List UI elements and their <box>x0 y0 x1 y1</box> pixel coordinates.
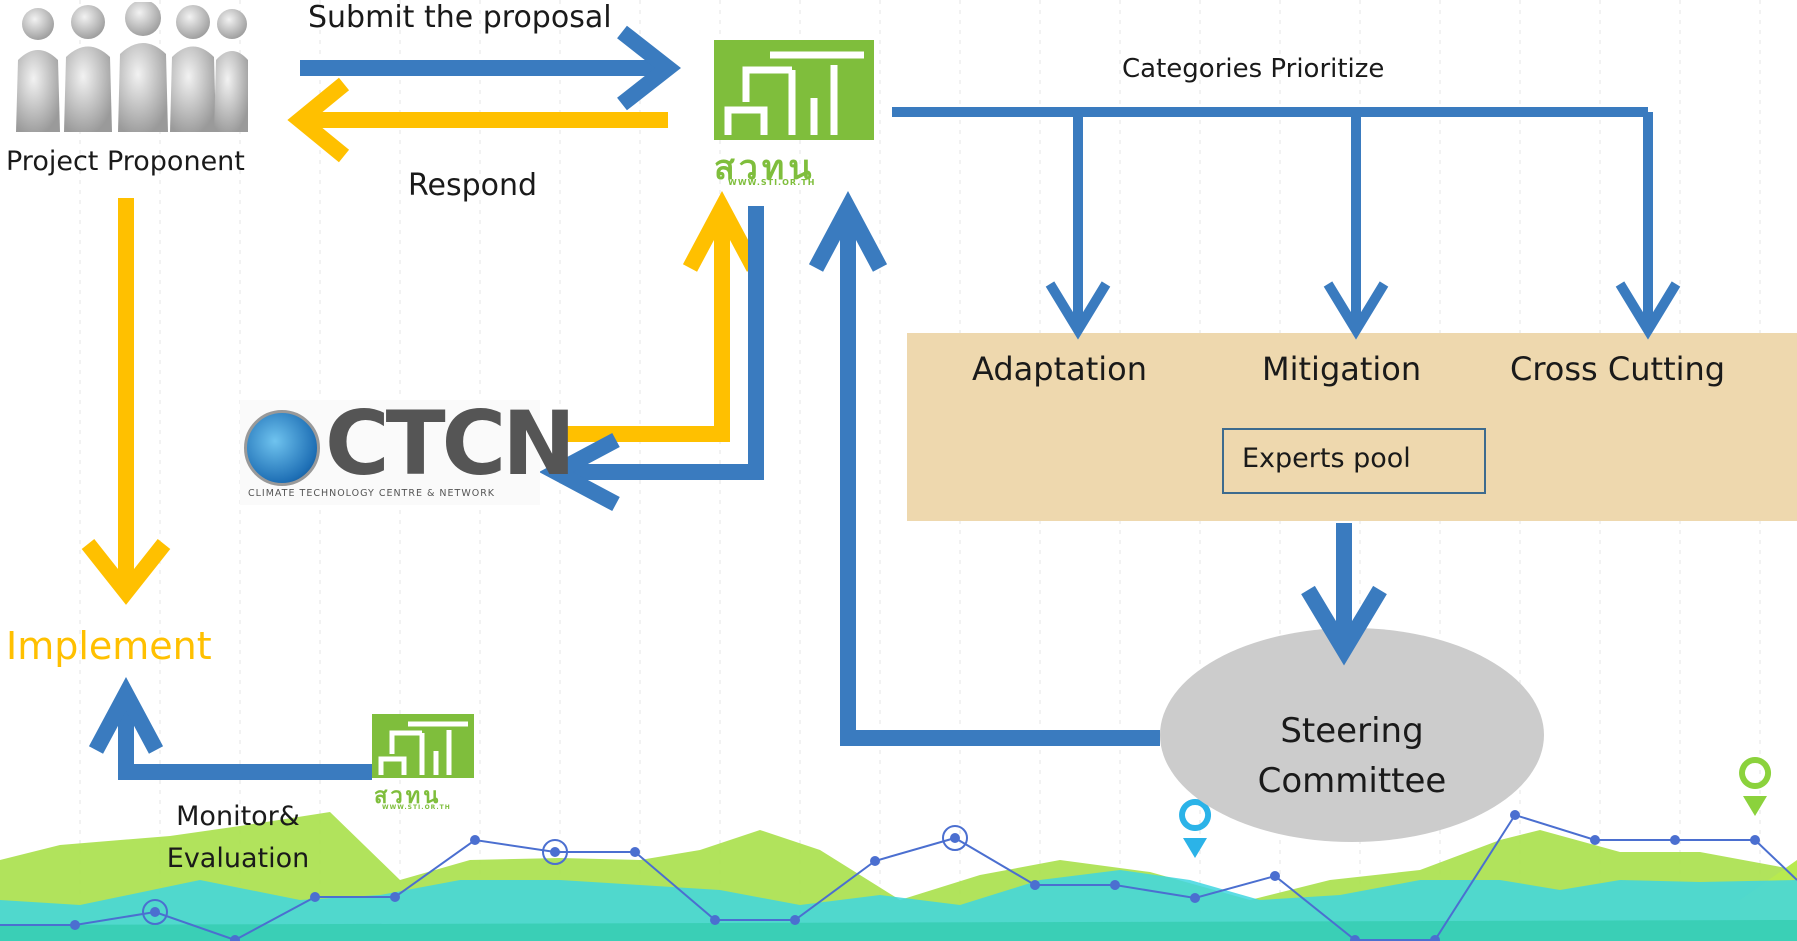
sti-logo-url-bottom: WWW.STI.OR.TH <box>382 804 451 811</box>
sti-logo-mark-icon <box>378 721 468 775</box>
sti-logo-thai-text: สวทน <box>714 148 816 188</box>
teal-band <box>0 920 1797 941</box>
experts-pool-box <box>1222 428 1486 494</box>
globe-icon <box>244 410 320 486</box>
map-pin-icon <box>1179 799 1212 858</box>
cross-cutting-label: Cross Cutting <box>1510 350 1726 388</box>
implement-label: Implement <box>6 624 212 668</box>
monitor-evaluation-label: Monitor& Evaluation <box>166 801 310 874</box>
project-proponent-label: Project Proponent <box>6 146 245 177</box>
proponent-to-implement-arrowhead <box>81 539 171 605</box>
sti-logo-mark-icon <box>724 51 864 135</box>
mitigation-label: Mitigation <box>1262 350 1422 388</box>
sti-to-ctcn-arrowhead <box>539 432 620 512</box>
submit-label: Submit the proposal <box>308 0 612 35</box>
steering-committee-label: Steering Committee <box>1257 711 1447 801</box>
steering-committee-ellipse <box>1160 628 1544 842</box>
to-adaptation-arrowhead <box>1045 281 1111 340</box>
ctcn-logo-text: CTCN <box>325 392 576 495</box>
steering-to-sti-arrowhead <box>808 191 888 272</box>
sti-logo-top <box>714 40 874 140</box>
decor-line-points <box>70 810 1760 941</box>
experts-pool-label: Experts pool <box>1242 443 1411 474</box>
adaptation-label: Adaptation <box>972 350 1148 388</box>
categories-box <box>907 333 1797 521</box>
decor-line-rings <box>142 825 968 925</box>
ctcn-logo: CTCN CLIMATE TECHNOLOGY CENTRE & NETWORK <box>240 398 576 505</box>
decor-line <box>0 813 1797 941</box>
sti-logo-url: WWW.STI.OR.TH <box>728 178 816 187</box>
sti-to-ctcn-arrow <box>556 206 764 480</box>
to-steering-arrowhead <box>1301 585 1387 666</box>
sti-logo-bottom <box>372 714 474 778</box>
submit-arrowhead <box>617 25 681 111</box>
steering-to-sti-arrow <box>840 208 1160 746</box>
to-cross-cutting-arrowhead <box>1615 281 1681 340</box>
ctcn-logo-subtitle: CLIMATE TECHNOLOGY CENTRE & NETWORK <box>248 488 496 499</box>
monitor-to-implement-arrowhead <box>88 677 164 754</box>
people-group-icon <box>16 2 248 132</box>
sti-logo-thai-text-bottom: สวทน <box>374 784 442 809</box>
to-mitigation-arrowhead <box>1323 281 1389 340</box>
map-pin-icon <box>1739 757 1772 816</box>
respond-arrowhead <box>287 77 350 163</box>
monitor-to-implement-arrow <box>118 694 372 780</box>
categories-label: Categories Prioritize <box>1122 54 1385 84</box>
respond-label: Respond <box>408 168 538 203</box>
ctcn-to-sti-arrowhead <box>682 191 762 272</box>
